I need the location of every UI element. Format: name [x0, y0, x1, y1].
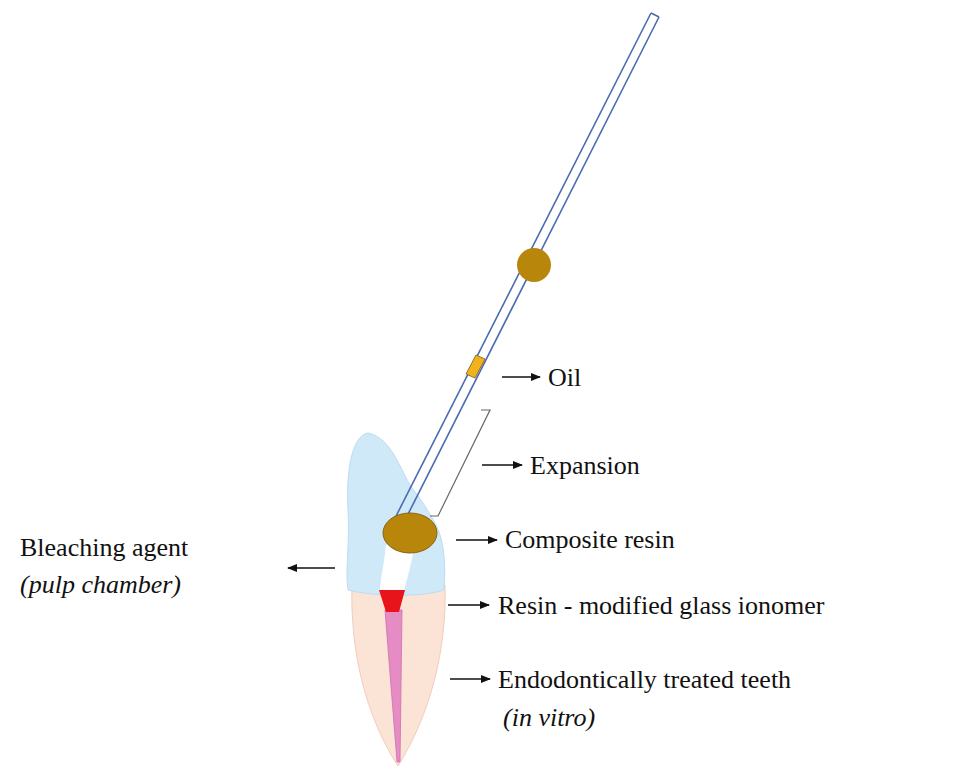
root-canal	[385, 610, 402, 762]
part-label: Resin - modified glass ionomer	[498, 590, 824, 621]
part-label: Endodontically treated teeth	[498, 664, 791, 695]
part-label: Bleaching agent	[20, 532, 188, 563]
part-label: Composite resin	[505, 524, 675, 555]
capillary-tube	[398, 17, 659, 534]
leader-arrow	[502, 376, 540, 378]
leader-arrow	[482, 464, 522, 466]
leader-arrow	[450, 678, 490, 680]
composite-resin	[383, 513, 437, 553]
leader-arrow	[448, 604, 489, 606]
oil-droplet	[466, 355, 485, 378]
part-label: Expansion	[530, 450, 640, 481]
tube-seal	[517, 248, 551, 282]
tooth-crown	[347, 433, 445, 595]
tooth-root	[352, 585, 445, 766]
expansion-bracket	[430, 410, 490, 516]
glass-ionomer-seal	[379, 590, 405, 612]
part-sublabel: (pulp chamber)	[20, 569, 181, 600]
leader-arrow	[288, 567, 335, 569]
capillary-tube	[389, 13, 651, 530]
capillary-tube-end	[651, 13, 659, 17]
part-label: Oil	[548, 362, 581, 393]
part-sublabel: (in vitro)	[503, 702, 595, 733]
leader-arrow	[456, 539, 497, 541]
